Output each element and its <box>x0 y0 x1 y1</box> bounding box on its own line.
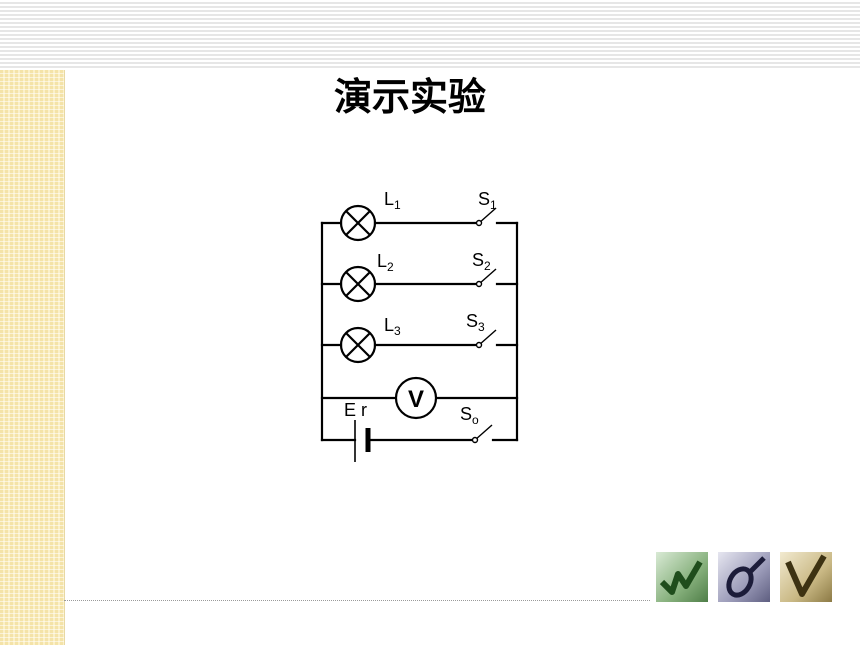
header-band <box>0 0 860 70</box>
voltmeter-symbol: V <box>408 386 424 413</box>
circuit-diagram: V L1 L2 L3 S1 S2 S3 So E r <box>320 189 519 462</box>
switch-s3-icon <box>475 329 497 349</box>
lamp-l2-label: L2 <box>377 251 394 274</box>
lamp-l1-icon <box>339 204 377 242</box>
switch-s3-label: S3 <box>466 311 485 334</box>
left-decorative-strip <box>0 70 64 645</box>
blue-swirl-icon <box>718 552 770 602</box>
lamp-l2-icon <box>339 265 377 303</box>
left-strip-edge <box>64 70 65 645</box>
lamp-l1-label: L1 <box>384 189 401 212</box>
switch-s0-label: So <box>460 404 479 427</box>
lamp-l3-label: L3 <box>384 315 401 338</box>
switch-s2-icon <box>475 268 497 288</box>
battery-label: E r <box>344 400 367 420</box>
switch-s2-label: S2 <box>472 250 491 273</box>
gold-checkmark-icon <box>780 552 832 602</box>
lamp-l3-icon <box>339 326 377 364</box>
switch-s1-icon <box>475 207 497 227</box>
battery-icon <box>354 420 371 462</box>
footer-divider <box>64 600 650 601</box>
switch-s0-icon <box>471 424 493 444</box>
slide-title: 演示实验 <box>333 75 486 119</box>
voltmeter-icon <box>394 376 438 420</box>
green-checkmark-icon <box>656 552 708 602</box>
switch-s1-label: S1 <box>478 189 497 212</box>
